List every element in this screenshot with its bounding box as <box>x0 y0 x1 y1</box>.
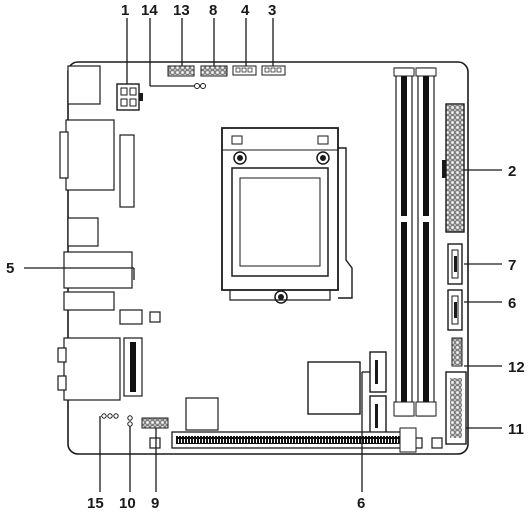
sata-port-6-right <box>447 289 463 331</box>
callout-2: 2 <box>508 163 516 180</box>
mini-pcie-slot <box>123 337 143 397</box>
header-11 <box>445 371 467 445</box>
header-8 <box>200 65 228 77</box>
onboard-chips <box>149 311 443 449</box>
atx-12v-power-connector <box>116 83 143 111</box>
sata-port-6-bottom <box>369 351 387 437</box>
dimm-slots <box>393 67 437 417</box>
callout-labels: 1 14 13 8 4 3 2 7 6 12 11 5 15 10 9 6 <box>6 2 525 512</box>
atx-latch <box>442 160 446 178</box>
header-13 <box>167 65 195 77</box>
callout-6-right: 6 <box>508 295 516 312</box>
callout-leader-lines <box>24 18 502 492</box>
callout-13: 13 <box>173 2 190 19</box>
callout-6-bottom: 6 <box>357 495 365 512</box>
sata-port-7 <box>447 243 463 285</box>
chipset <box>307 361 361 415</box>
jumper-15 <box>101 413 119 419</box>
cpu-fan-header <box>232 65 257 76</box>
callout-5: 5 <box>6 260 14 277</box>
callout-14: 14 <box>141 2 158 19</box>
callout-9: 9 <box>151 495 159 512</box>
atx-24pin-power-connector <box>445 103 465 233</box>
callout-10: 10 <box>119 495 136 512</box>
header-12 <box>451 337 463 367</box>
callout-3: 3 <box>268 2 276 19</box>
callout-12: 12 <box>508 359 525 376</box>
callout-4: 4 <box>241 2 250 19</box>
callout-15: 15 <box>87 495 104 512</box>
rear-io-ports <box>57 65 143 401</box>
callout-8: 8 <box>209 2 217 19</box>
callout-1: 1 <box>121 2 129 19</box>
system-fan-header <box>261 65 286 76</box>
header-9 <box>141 417 169 429</box>
cpu-socket <box>221 127 353 304</box>
callout-7: 7 <box>508 257 516 274</box>
callout-11: 11 <box>508 421 524 438</box>
pcie-x16-slot <box>171 427 417 453</box>
